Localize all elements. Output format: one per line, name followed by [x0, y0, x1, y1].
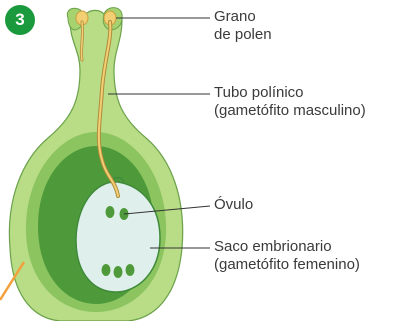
label-pollen-grain: Grano de polen	[214, 8, 272, 44]
antipodal-cell	[102, 264, 111, 276]
antipodal-cell	[126, 264, 135, 276]
synergid-cell	[106, 206, 115, 218]
label-pollen-tube: Tubo polínico (gametófito masculino)	[214, 84, 366, 120]
antipodal-cell	[114, 266, 123, 278]
label-ovule: Óvulo	[214, 196, 253, 214]
label-embryo-sac: Saco embrionario (gametófito femenino)	[214, 238, 360, 274]
